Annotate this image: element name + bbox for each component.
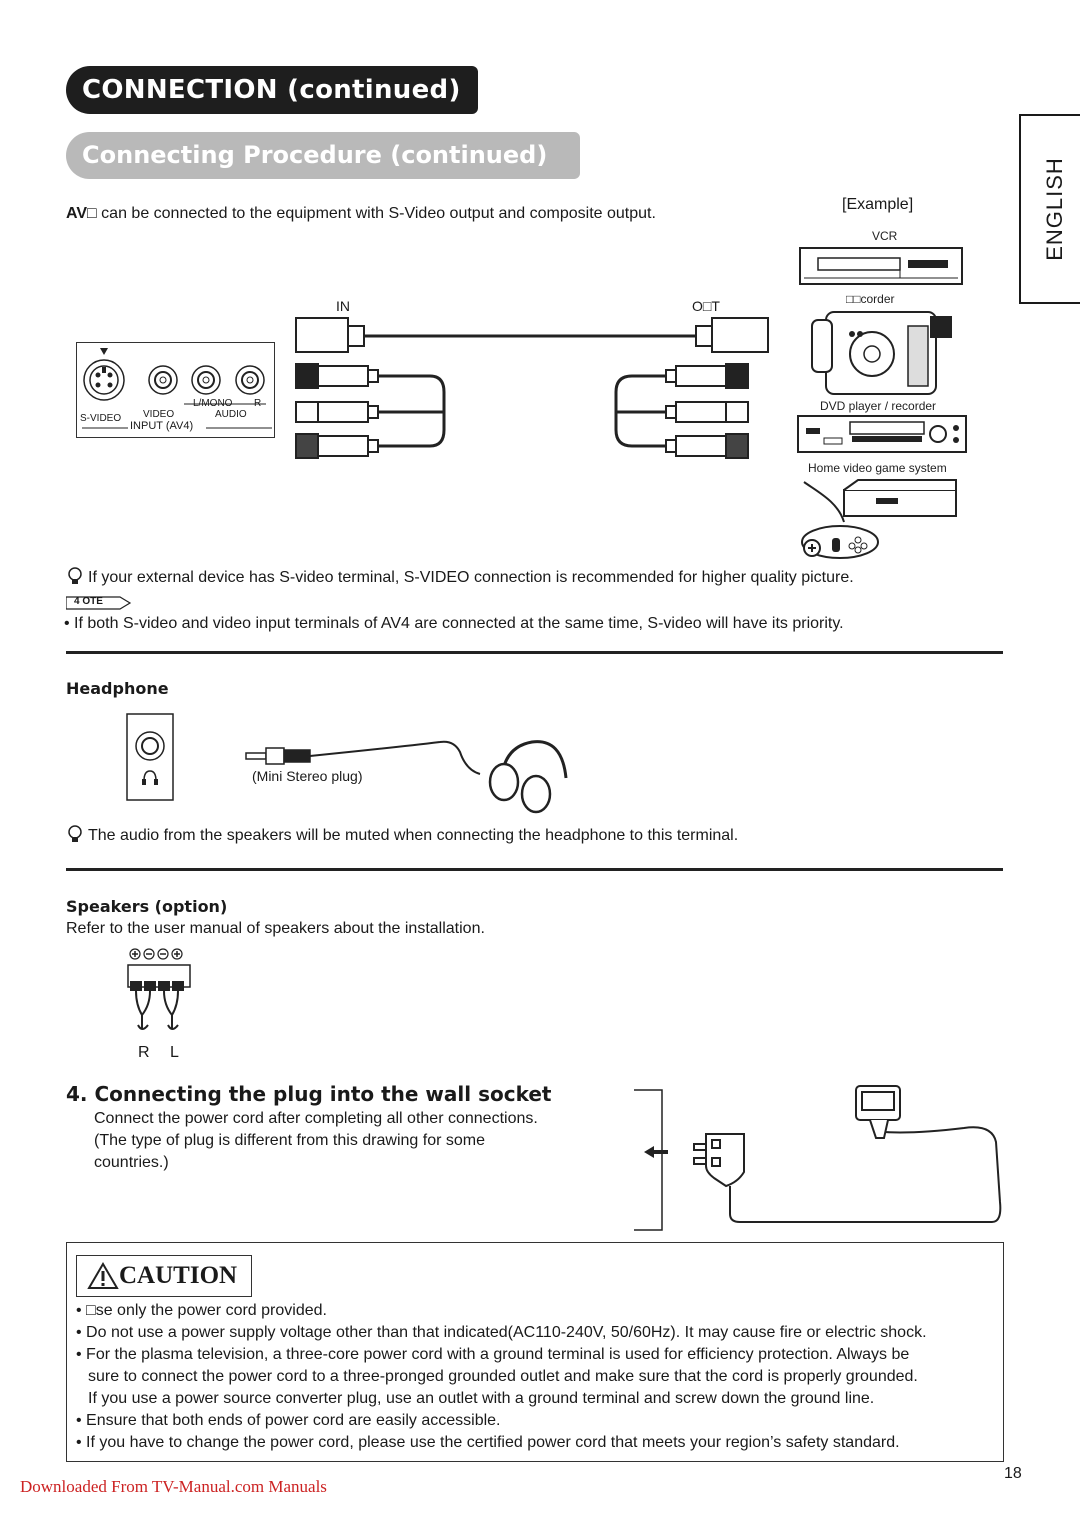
rca-cable-right-plugs: [665, 363, 749, 459]
camcorder-icon: [811, 311, 952, 395]
vcr-icon: [799, 247, 963, 285]
audio-l-jack: [191, 365, 221, 395]
note-priority: • If both S-video and video input termin…: [64, 615, 844, 632]
language-tab-label: ENGLISH: [1042, 157, 1067, 261]
cable-label-in: IN: [336, 298, 350, 314]
headphone-jack-panel: [126, 713, 174, 801]
section-header: CONNECTION (continued): [66, 66, 478, 114]
panel-label-r: R: [254, 398, 262, 409]
caution-title-box: CAUTION: [76, 1255, 252, 1297]
headphone-symbol-icon: [143, 770, 157, 782]
hint-svideo: If your external device has S-video term…: [66, 567, 1016, 589]
caution-item-1: • □se only the power cord provided.: [76, 1302, 327, 1319]
av-intro: AV□ can be connected to the equipment wi…: [66, 203, 656, 225]
plug-title: 4. Connecting the plug into the wall soc…: [66, 1082, 552, 1106]
lightbulb-icon: [68, 567, 82, 584]
panel-label-audio: AUDIO: [215, 409, 247, 420]
video-jack: [148, 365, 178, 395]
audio-r-jack: [235, 365, 265, 395]
device-label-vcr: VCR: [872, 229, 898, 243]
caution-title: CAUTION: [119, 1262, 238, 1289]
section-title: CONNECTION (continued): [82, 75, 461, 105]
divider-1: [66, 651, 1003, 654]
game-controller-icon: [801, 481, 879, 559]
subsection-header: Connecting Procedure (continued): [66, 132, 580, 179]
devices-illustration: [797, 247, 967, 559]
caution-item-2: • Do not use a power supply voltage othe…: [76, 1324, 927, 1341]
mini-stereo-plug-icon: [245, 747, 311, 765]
note-badge: 4 OTE: [65, 596, 132, 615]
language-tab: ENGLISH: [1019, 114, 1080, 304]
panel-label-video: VIDEO: [143, 409, 175, 420]
page-number: 18: [1004, 1465, 1022, 1482]
av-intro-prefix: AV: [66, 205, 88, 222]
power-plug-icon: [693, 1133, 745, 1188]
rca-cable-left-plugs: [295, 363, 379, 459]
rca-cable-wires: [378, 374, 666, 448]
device-label-dvd: DVD player / recorder: [820, 399, 937, 413]
plug-line-2: (The type of plug is different from this…: [94, 1132, 485, 1149]
divider-2: [66, 868, 1003, 871]
mini-stereo-plug-label: (Mini Stereo plug): [252, 768, 363, 784]
headphone-title: Headphone: [66, 679, 169, 698]
cable-label-out: O□T: [692, 298, 720, 314]
av-intro-text: can be connected to the equipment with S…: [101, 205, 656, 222]
plug-line-3: countries.): [94, 1154, 169, 1171]
av-cables-illustration: [295, 317, 769, 459]
device-label-game: Home video game system: [808, 461, 947, 475]
plug-line-1: Connect the power cord after completing …: [94, 1110, 538, 1127]
caution-item-5: • If you have to change the power cord, …: [76, 1434, 900, 1451]
panel-label-input: INPUT (AV4): [130, 420, 194, 432]
caution-item-3: • For the plasma television, a three-cor…: [76, 1346, 910, 1363]
panel-label-lmono: L/MONO: [193, 398, 233, 409]
lightbulb-icon: [68, 825, 82, 842]
example-label: [Example]: [842, 196, 914, 213]
hint-headphone: The audio from the speakers will be mute…: [66, 825, 1016, 847]
arrow-left-icon: [644, 1146, 668, 1158]
power-plug-illustration: [634, 1085, 1002, 1231]
headphones-icon: [488, 740, 568, 814]
power-cord: [729, 1126, 1002, 1223]
input-panel-jacks: [82, 348, 272, 429]
caution-item-3-cont-1: sure to connect the power cord to a thre…: [88, 1368, 918, 1385]
device-label-camcorder: □□corder: [846, 292, 895, 306]
subsection-title: Connecting Procedure (continued): [82, 141, 548, 169]
note-arrow-icon: [65, 596, 132, 610]
caution-item-4: • Ensure that both ends of power cord ar…: [76, 1412, 501, 1429]
headphone-illustration: [245, 740, 568, 814]
panel-label-svideo: S-VIDEO: [80, 413, 122, 424]
speaker-label-r: R: [138, 1044, 150, 1061]
dvd-player-icon: [797, 415, 967, 453]
hint-headphone-text: The audio from the speakers will be mute…: [88, 827, 739, 844]
av-intro-box: □: [87, 205, 97, 222]
s-video-cable: [295, 317, 769, 353]
caution-box: [66, 1242, 1004, 1462]
input-av4-panel: [76, 342, 275, 438]
download-link[interactable]: Downloaded From TV-Manual.com Manuals: [20, 1477, 327, 1496]
s-video-jack: [83, 359, 125, 401]
hint-svideo-text: If your external device has S-video term…: [88, 569, 854, 586]
speaker-label-l: L: [170, 1044, 179, 1061]
warning-triangle-icon: [87, 1262, 119, 1289]
note-badge-label: 4 OTE: [74, 596, 103, 607]
down-arrow-icon: [100, 348, 108, 355]
speaker-terminals-illustration: [127, 948, 191, 1030]
power-connector-icon: [855, 1085, 901, 1139]
speakers-text: Refer to the user manual of speakers abo…: [66, 920, 485, 937]
caution-item-3-cont-2: If you use a power source converter plug…: [88, 1390, 875, 1407]
game-console-icon: [843, 479, 957, 517]
wall-bracket: [634, 1089, 663, 1231]
speakers-title: Speakers (option): [66, 897, 228, 916]
